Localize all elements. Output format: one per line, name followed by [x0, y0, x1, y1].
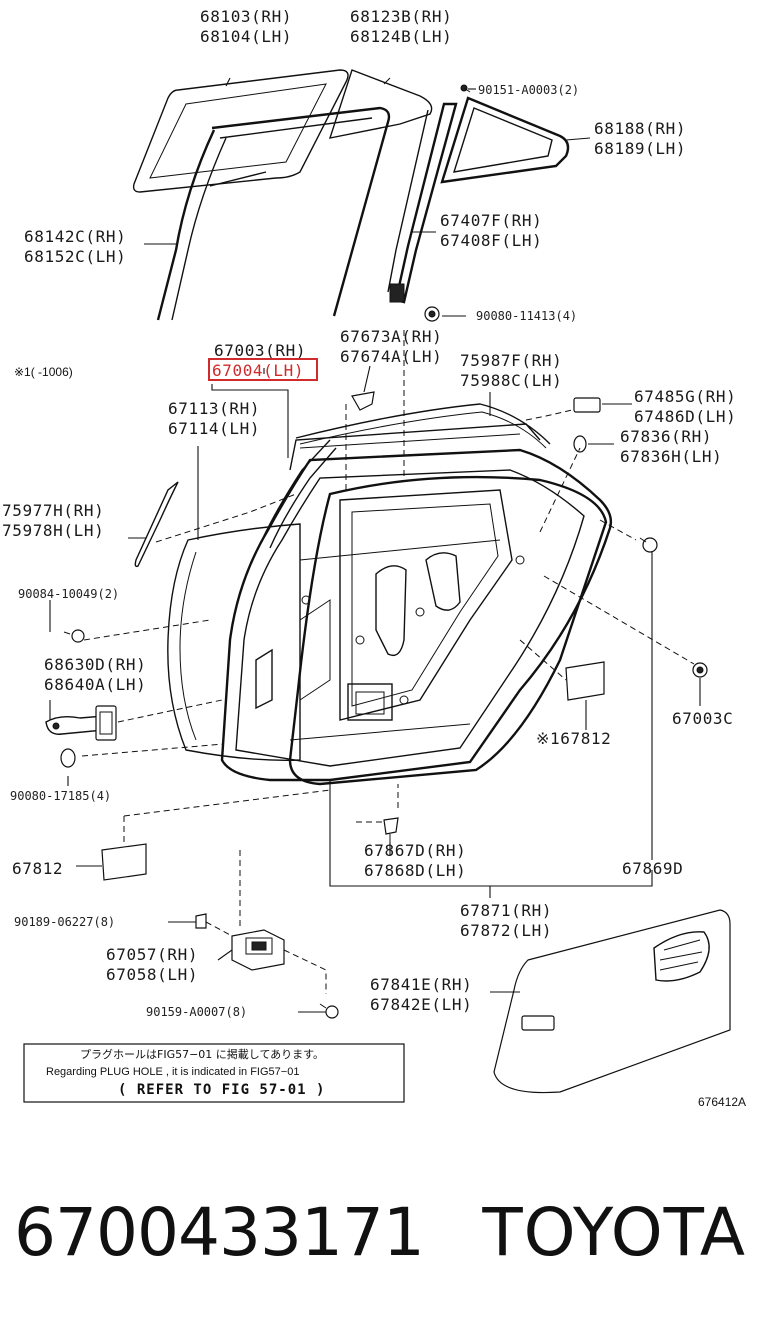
door-glass: [132, 69, 349, 193]
label-67836: 67836(RH): [620, 427, 712, 446]
dashed-guides: [81, 330, 695, 994]
door-check-68630D: [45, 705, 117, 741]
rear-channel: [387, 102, 458, 304]
part-number-caption: 6700433171: [14, 1194, 425, 1271]
clip-90080-11413: [424, 306, 440, 322]
label-68104: 68104(LH): [200, 27, 292, 46]
label-67003: 67003(RH): [214, 341, 306, 360]
label-note-1006: ※1( -1006): [14, 365, 73, 379]
note-refer: ( REFER TO FIG 57-01 ): [118, 1082, 325, 1098]
label-75988C: 75988C(LH): [460, 371, 562, 390]
window-run-channel-front: [156, 106, 391, 321]
label-67867D: 67867D(RH): [364, 841, 466, 860]
label-90151: 90151-A0003(2): [478, 83, 579, 97]
door-outer-panel: [167, 523, 301, 761]
label-68123B: 68123B(RH): [350, 7, 452, 26]
label-67812: 67812: [12, 859, 63, 878]
door-trim-board-67841E: [493, 909, 731, 1094]
brand-caption: TOYOTA: [482, 1194, 746, 1271]
label-67868D: 67868D(LH): [364, 861, 466, 880]
label-90159: 90159-A0007(8): [146, 1005, 247, 1019]
label-67057: 67057(RH): [106, 945, 198, 964]
caption-row: 6700433171 TOYOTA: [0, 1188, 760, 1278]
label-90084: 90084-10049(2): [18, 587, 119, 601]
label-68640A: 68640A(LH): [44, 675, 146, 694]
label-75978H: 75978H(LH): [2, 521, 104, 540]
label-67407F: 67407F(RH): [440, 211, 542, 230]
label-67841E: 67841E(RH): [370, 975, 472, 994]
door-weatherstrip-67871: [288, 475, 608, 786]
inner-panel-details: [255, 489, 525, 741]
highlight-box: [208, 358, 318, 381]
label-68189: 68189(LH): [594, 139, 686, 158]
label-67869D: 67869D: [622, 859, 683, 878]
label-67673A: 67673A(RH): [340, 327, 442, 346]
pad-67812: [101, 843, 147, 881]
label-90080-11413: 90080-11413(4): [476, 309, 577, 323]
screw-90159: [319, 1003, 339, 1019]
weatherstrip-75977H: [134, 481, 179, 568]
clip-67867D: [383, 817, 399, 842]
label-75987F: 75987F(RH): [460, 351, 562, 370]
clip-67003C: [692, 662, 708, 678]
clip-67003C-upper: [639, 537, 658, 553]
note-japanese: プラグホールはFIG57−01 に掲載してあります。: [80, 1047, 324, 1061]
figure-reference-code: 676412A: [698, 1095, 746, 1109]
door-glass-fixed: [328, 69, 433, 139]
label-67485G: 67485G(RH): [634, 387, 736, 406]
part-labels: 68103(RH) 68104(LH) 68123B(RH) 68124B(LH…: [2, 7, 746, 1109]
label-67836H: 67836H(LH): [620, 447, 722, 466]
cushion-67485G: [573, 397, 601, 413]
leader-lines: [49, 77, 701, 1013]
label-68630D: 68630D(RH): [44, 655, 146, 674]
door-frame: [220, 423, 613, 782]
belt-moulding-75987F: [295, 403, 551, 449]
label-67486D: 67486D(LH): [634, 407, 736, 426]
door-lock-67057: [231, 929, 285, 971]
label-67004-highlighted: 67004(LH): [212, 361, 304, 380]
label-90080-17185: 90080-17185(4): [10, 789, 111, 803]
plug-hole-note: プラグホールはFIG57−01 に掲載してあります。 Regarding PLU…: [23, 1043, 405, 1103]
plug-67836: [573, 435, 587, 453]
mirror-cover-67673A: [351, 391, 375, 411]
label-68152C: 68152C(LH): [24, 247, 126, 266]
label-67842E: 67842E(LH): [370, 995, 472, 1014]
label-68142C: 68142C(RH): [24, 227, 126, 246]
bolt-90080-17185: [60, 748, 76, 768]
label-68124B: 68124B(LH): [350, 27, 452, 46]
bolt-90084: [63, 629, 85, 643]
label-68103: 68103(RH): [200, 7, 292, 26]
label-90189: 90189-06227(8): [14, 915, 115, 929]
label-68188: 68188(RH): [594, 119, 686, 138]
quarter-glass: [440, 96, 570, 184]
label-67871: 67871(RH): [460, 901, 552, 920]
window-frame-67113: [261, 439, 337, 549]
label-167812: ※167812: [536, 729, 611, 748]
label-67674A: 67674A(LH): [340, 347, 442, 366]
label-67408F: 67408F(LH): [440, 231, 542, 250]
screw-90151: [460, 84, 471, 93]
label-75977H: 75977H(RH): [2, 501, 104, 520]
screw-90189: [195, 913, 207, 929]
note-english: Regarding PLUG HOLE , it is indicated in…: [46, 1066, 299, 1078]
label-67003C: 67003C: [672, 709, 733, 728]
label-67058: 67058(LH): [106, 965, 198, 984]
pad-167812: [565, 661, 605, 701]
label-67114: 67114(LH): [168, 419, 260, 438]
label-67113: 67113(RH): [168, 399, 260, 418]
label-67872: 67872(LH): [460, 921, 552, 940]
